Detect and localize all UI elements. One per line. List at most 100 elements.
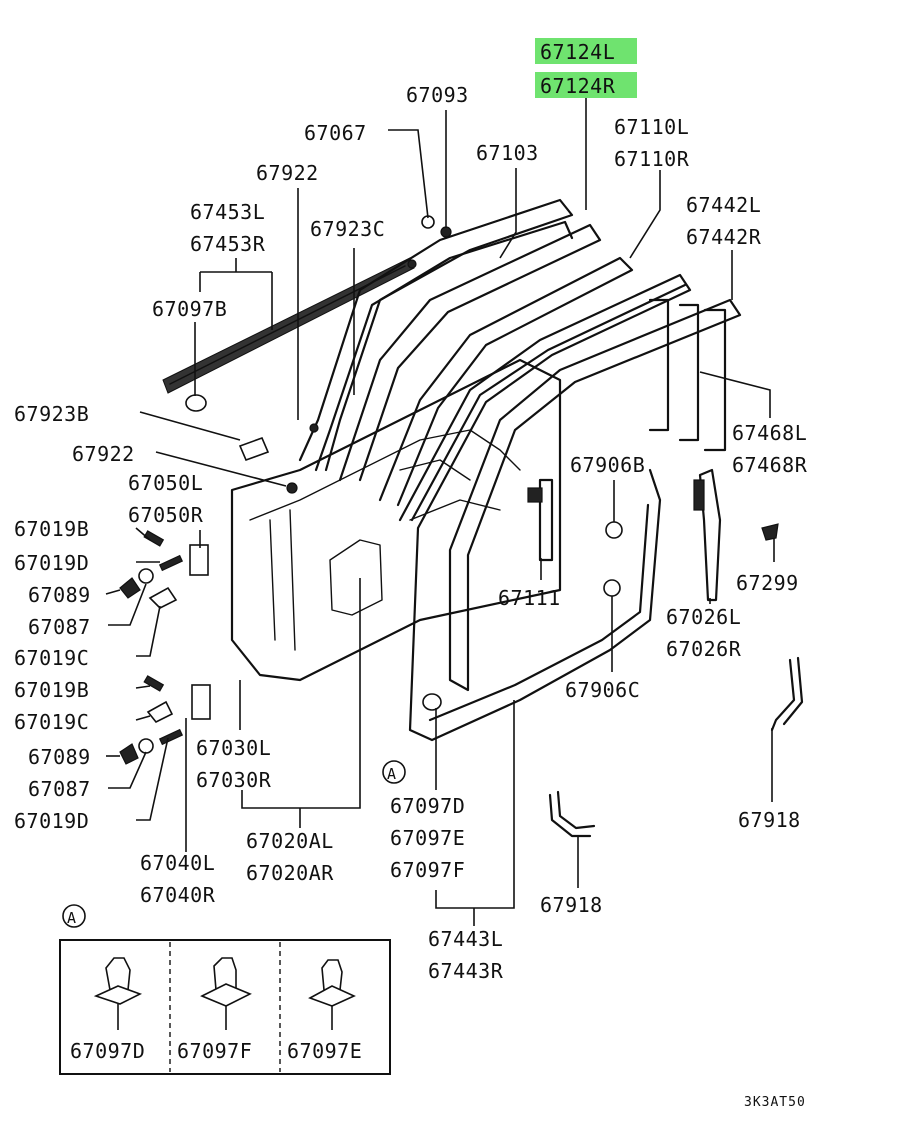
label-67097d[interactable]: 67097D [390,794,465,818]
label-67124l[interactable]: 67124L [540,40,615,64]
clip-67097d-on-strip [422,693,442,711]
label-67103[interactable]: 67103 [476,141,539,165]
label-67040r[interactable]: 67040R [140,883,216,907]
detail-a-frame [59,939,391,1075]
clip-67097d-detail [93,957,143,1030]
door-illustration [119,198,804,838]
label-67906b[interactable]: 67906B [570,453,645,477]
label-67918-low[interactable]: 67918 [540,893,603,917]
label-67443l[interactable]: 67443L [428,927,503,951]
label-67020ar[interactable]: 67020AR [246,861,334,885]
label-67299[interactable]: 67299 [736,571,799,595]
part-labels: 67124L 67124R 67093 67067 67103 67110L 6… [14,38,808,983]
inset-label-67097f[interactable]: 67097F [177,1039,252,1063]
callout-a: A [382,760,406,784]
regulator-67026 [698,468,722,602]
weatherstrip-67443-inner [410,283,687,722]
washer-67087-lower [138,738,154,754]
leader-67089-1 [105,589,121,595]
label-67923b[interactable]: 67923B [14,402,89,426]
clip-67097e-detail [308,959,356,1030]
leader-67923b [139,411,241,441]
label-67026l[interactable]: 67026L [666,605,741,629]
label-67097f[interactable]: 67097F [390,858,465,882]
door-panel-opening [329,539,383,616]
pad-67923b [238,436,270,462]
lower-hinge [191,684,211,720]
frame-67124 [338,223,602,482]
division-bar-67111 [538,478,554,562]
label-67922-top[interactable]: 67922 [256,161,319,185]
callout-a-circle [382,760,406,784]
label-67030l[interactable]: 67030L [196,736,271,760]
cover-67918-low [548,793,592,838]
clip-e-base [308,985,356,1007]
label-67030r[interactable]: 67030R [196,768,272,792]
label-67468r[interactable]: 67468R [732,453,808,477]
label-67468l[interactable]: 67468L [732,421,807,445]
label-67019c-2[interactable]: 67019C [14,710,89,734]
label-67019c-1[interactable]: 67019C [14,646,89,670]
leader-67110 [629,170,661,259]
label-67111[interactable]: 67111 [498,586,561,610]
highlight-67124l [535,38,637,64]
washer-67087-upper [138,568,154,584]
leader-67019b-2 [135,685,151,689]
inset-label-67097d[interactable]: 67097D [70,1039,145,1063]
clip-67097b [185,394,207,412]
label-67906c[interactable]: 67906C [565,678,640,702]
detail-a-inset: A 67097D 67097F 67097E [59,904,391,1075]
label-67019b-2[interactable]: 67019B [14,678,89,702]
label-67093[interactable]: 67093 [406,83,469,107]
leader-67443 [435,700,515,926]
label-67026r[interactable]: 67026R [666,637,742,661]
bolt-67019d-upper [158,554,184,572]
clip-f-base [200,983,252,1007]
door-inner-panel [230,358,562,682]
label-67087-1[interactable]: 67087 [28,615,91,639]
label-67918-right[interactable]: 67918 [738,808,801,832]
leader-67019c-2 [135,715,151,721]
label-67442r[interactable]: 67442R [686,225,762,249]
inset-label-67097e[interactable]: 67097E [287,1039,362,1063]
callout-a-letter: A [387,765,397,783]
label-67110l[interactable]: 67110L [614,115,689,139]
label-67040l[interactable]: 67040L [140,851,215,875]
leader-67922-mid [155,451,287,487]
label-67453l[interactable]: 67453L [190,200,265,224]
label-67097e[interactable]: 67097E [390,826,465,850]
label-67089-1[interactable]: 67089 [28,583,91,607]
label-67067[interactable]: 67067 [304,121,367,145]
detail-a-circle [62,904,86,928]
leader-lines [105,98,775,926]
label-67110r[interactable]: 67110R [614,147,690,171]
label-67019d-1[interactable]: 67019D [14,551,89,575]
weatherstrip-67442 [448,298,742,692]
label-67922-mid[interactable]: 67922 [72,442,135,466]
screw-67093 [440,226,452,238]
label-67923c[interactable]: 67923C [310,217,385,241]
cover-67918-right-edge [782,656,804,726]
leader-67087-1 [108,583,147,626]
label-67087-2[interactable]: 67087 [28,777,91,801]
clip-67097f-detail [200,957,252,1030]
opening-trim-67468 [648,298,727,452]
clip-d-base [93,985,143,1005]
leader-67453 [199,258,273,330]
label-67443r[interactable]: 67443R [428,959,504,983]
cushion-67922-upper [309,423,319,433]
bolt-67019b-upper [143,530,165,547]
label-67089-2[interactable]: 67089 [28,745,91,769]
label-67050r[interactable]: 67050R [128,503,204,527]
label-67020al[interactable]: 67020AL [246,829,334,853]
label-67442l[interactable]: 67442L [686,193,761,217]
label-67050l[interactable]: 67050L [128,471,203,495]
label-67019d-2[interactable]: 67019D [14,809,89,833]
label-67453r[interactable]: 67453R [190,232,266,256]
nut-67089-upper [119,577,141,599]
label-67097b[interactable]: 67097B [152,297,227,321]
cover-67918-low-edge [556,790,596,830]
label-67124r[interactable]: 67124R [540,74,616,98]
label-67019b-1[interactable]: 67019B [14,517,89,541]
